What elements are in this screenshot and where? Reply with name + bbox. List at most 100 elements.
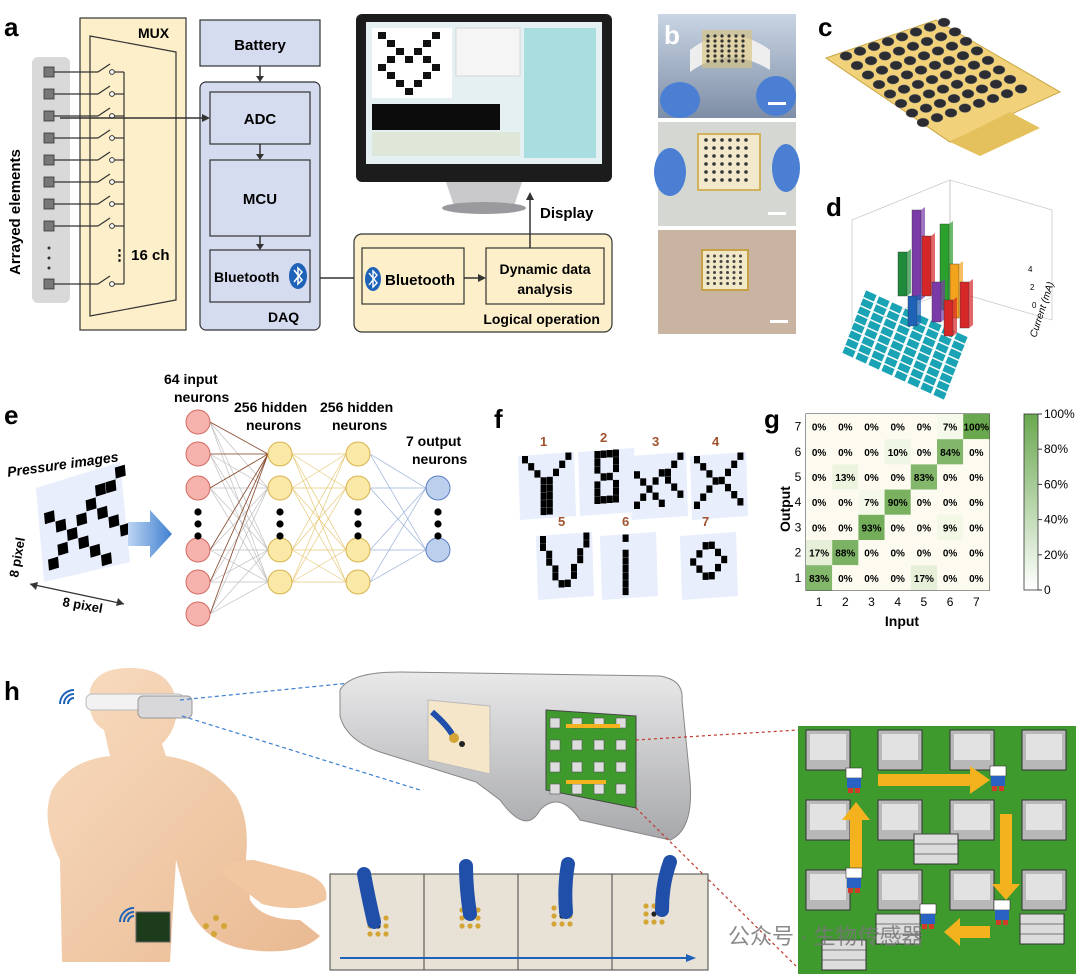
d-tick-0: 4 bbox=[1028, 265, 1033, 274]
panel-c-letter: c bbox=[818, 12, 832, 42]
panel-e-letter: e bbox=[4, 400, 18, 430]
finger-sequence bbox=[329, 855, 709, 971]
matrix-cell bbox=[858, 414, 885, 440]
matrix-value: 7% bbox=[943, 423, 958, 434]
matrix-value: 0% bbox=[890, 549, 905, 560]
matrix-value: 83% bbox=[809, 574, 829, 585]
matrix-cell bbox=[937, 414, 964, 440]
panel-d-letter: d bbox=[826, 192, 842, 222]
matrix-value: 0% bbox=[917, 549, 932, 560]
adc-box bbox=[209, 91, 311, 145]
heat-grid-3d bbox=[841, 289, 969, 401]
matrix-cell bbox=[963, 489, 990, 515]
matrix-value: 0% bbox=[890, 473, 905, 484]
panel-g: g Output Input 0%0%0%0%0%7%100%0%0%0%10%… bbox=[764, 404, 1075, 629]
matrix-value: 0% bbox=[969, 448, 984, 459]
dynamic-line1: Dynamic data bbox=[499, 261, 590, 277]
matrix-cell bbox=[832, 540, 859, 566]
colorbar-tick: 40% bbox=[1044, 513, 1068, 527]
matrix-cell bbox=[937, 540, 964, 566]
g-ytick: 7 bbox=[795, 420, 802, 434]
wifi-icon-wrist bbox=[119, 907, 135, 923]
matrix-cell bbox=[806, 540, 833, 566]
matrix-cell bbox=[963, 540, 990, 566]
matrix-value: 0% bbox=[969, 574, 984, 585]
pattern-number: 4 bbox=[712, 434, 720, 449]
human-figure bbox=[47, 668, 327, 962]
matrix-value: 17% bbox=[914, 574, 934, 585]
matrix-value: 0% bbox=[943, 574, 958, 585]
panel-e: e Pressure images 8 pixel 8 pixel 64 inp… bbox=[4, 371, 467, 627]
matrix-value: 10% bbox=[888, 448, 908, 459]
logical-operation-label: Logical operation bbox=[483, 311, 600, 327]
colorbar-tick: 80% bbox=[1044, 442, 1068, 456]
matrix-value: 0% bbox=[812, 473, 827, 484]
colorbar-tick: 20% bbox=[1044, 548, 1068, 562]
matrix-value: 0% bbox=[969, 498, 984, 509]
daq-label: DAQ bbox=[268, 309, 299, 325]
matrix-cell bbox=[858, 464, 885, 490]
matrix-cell bbox=[963, 464, 990, 490]
matrix-cell bbox=[884, 565, 911, 591]
matrix-value: 0% bbox=[864, 574, 879, 585]
matrix-value: 0% bbox=[969, 549, 984, 560]
panel-a-letter: a bbox=[4, 12, 19, 42]
matrix-value: 93% bbox=[861, 523, 881, 534]
matrix-cell bbox=[937, 565, 964, 591]
matrix-cell bbox=[910, 414, 937, 440]
matrix-value: 0% bbox=[917, 498, 932, 509]
mux-switches bbox=[54, 63, 125, 287]
watermark: 公众号 · 生物传感器 bbox=[728, 924, 924, 949]
matrix-value: 83% bbox=[914, 473, 934, 484]
matrix-cell bbox=[858, 514, 885, 540]
pattern-number: 7 bbox=[702, 514, 709, 529]
matrix-cell bbox=[806, 565, 833, 591]
mcu-box bbox=[209, 159, 311, 237]
matrix-value: 0% bbox=[943, 498, 958, 509]
matrix-cell bbox=[937, 464, 964, 490]
matrix-cell bbox=[832, 414, 859, 440]
matrix-cell bbox=[806, 439, 833, 465]
matrix-cell bbox=[910, 439, 937, 465]
matrix-cell bbox=[832, 439, 859, 465]
panel-b-letter: b bbox=[664, 20, 680, 50]
matrix-value: 0% bbox=[838, 574, 853, 585]
matrix-value: 0% bbox=[864, 423, 879, 434]
battery-label: Battery bbox=[234, 37, 286, 54]
g-xtick: 1 bbox=[816, 595, 823, 609]
hidden2-line1: 256 hidden bbox=[320, 399, 393, 415]
dynamic-analysis-box bbox=[485, 247, 605, 305]
g-ytick: 1 bbox=[795, 571, 802, 585]
matrix-cell bbox=[858, 565, 885, 591]
pixel-x-label: 8 pixel bbox=[61, 594, 103, 616]
matrix-cell bbox=[884, 464, 911, 490]
matrix-value: 0% bbox=[917, 523, 932, 534]
colorbar-tick: 100% bbox=[1044, 407, 1075, 421]
arrow-up bbox=[842, 802, 870, 870]
d-tick-2: 0 bbox=[1032, 301, 1037, 310]
matrix-cell bbox=[910, 489, 937, 515]
input-neurons-line2: neurons bbox=[174, 389, 229, 405]
pixel-y-label: 8 pixel bbox=[6, 536, 28, 578]
panel-a: a Arrayed elements MUX ⋮ 16 ch Battery A… bbox=[4, 12, 613, 333]
matrix-cell bbox=[832, 464, 859, 490]
matrix-cell bbox=[963, 514, 990, 540]
g-xtick: 3 bbox=[868, 595, 875, 609]
current-bars-3d bbox=[897, 207, 973, 337]
g-xtick: 6 bbox=[947, 595, 954, 609]
panel-h-letter: h bbox=[4, 676, 20, 706]
matrix-value: 0% bbox=[969, 473, 984, 484]
arrayed-elements-label: Arrayed elements bbox=[7, 149, 24, 275]
matrix-value: 13% bbox=[835, 473, 855, 484]
matrix-cell bbox=[910, 464, 937, 490]
g-xtick: 4 bbox=[894, 595, 901, 609]
matrix-value: 0% bbox=[969, 523, 984, 534]
matrix-cell bbox=[910, 514, 937, 540]
battery-box bbox=[199, 19, 321, 67]
matrix-cell bbox=[963, 414, 990, 440]
channels-label: ⋮ 16 ch bbox=[112, 247, 170, 264]
pattern-number: 1 bbox=[540, 434, 547, 449]
matrix-cell bbox=[806, 514, 833, 540]
mux-label: MUX bbox=[138, 25, 170, 41]
